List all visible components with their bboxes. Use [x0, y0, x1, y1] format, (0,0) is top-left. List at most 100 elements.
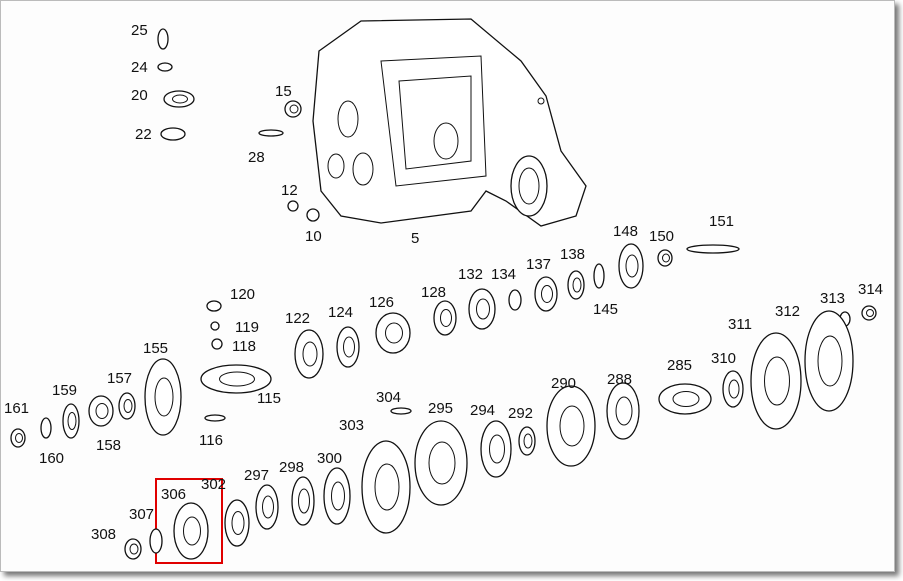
part-115[interactable]	[200, 364, 272, 394]
part-119[interactable]	[210, 321, 220, 331]
part-159[interactable]	[62, 403, 80, 439]
part-label-137[interactable]: 137	[526, 256, 551, 273]
part-label-148[interactable]: 148	[613, 223, 638, 240]
part-label-122[interactable]: 122	[285, 310, 310, 327]
part-label-15[interactable]: 15	[275, 83, 292, 100]
part-label-120[interactable]: 120	[230, 286, 255, 303]
part-160[interactable]	[40, 417, 52, 439]
part-128[interactable]	[433, 300, 457, 336]
part-292[interactable]	[518, 426, 536, 456]
part-label-303[interactable]: 303	[339, 417, 364, 434]
part-label-307[interactable]: 307	[129, 506, 154, 523]
part-label-297[interactable]: 297	[244, 467, 269, 484]
part-label-132[interactable]: 132	[458, 266, 483, 283]
part-label-311[interactable]: 311	[728, 316, 752, 333]
part-118[interactable]	[211, 338, 223, 350]
part-label-300[interactable]: 300	[317, 450, 342, 467]
part-label-22[interactable]: 22	[135, 126, 152, 143]
part-304[interactable]	[390, 407, 412, 415]
part-10[interactable]	[306, 208, 320, 222]
part-12[interactable]	[287, 200, 299, 212]
part-label-151[interactable]: 151	[709, 213, 734, 230]
part-150[interactable]	[657, 249, 673, 267]
part-label-302[interactable]: 302	[201, 476, 226, 493]
part-label-313[interactable]: 313	[820, 290, 845, 307]
part-155[interactable]	[144, 358, 182, 436]
part-label-304[interactable]: 304	[376, 389, 401, 406]
part-label-312[interactable]: 312	[775, 303, 800, 320]
part-148[interactable]	[618, 243, 644, 289]
part-label-128[interactable]: 128	[421, 284, 446, 301]
part-25[interactable]	[157, 28, 169, 50]
part-label-294[interactable]: 294	[470, 402, 495, 419]
part-314[interactable]	[861, 305, 877, 321]
part-label-159[interactable]: 159	[52, 382, 77, 399]
part-label-157[interactable]: 157	[107, 370, 132, 387]
part-120[interactable]	[206, 300, 222, 312]
part-label-285[interactable]: 285	[667, 357, 692, 374]
part-label-124[interactable]: 124	[328, 304, 353, 321]
part-116[interactable]	[204, 414, 226, 422]
part-297[interactable]	[255, 484, 279, 530]
part-label-295[interactable]: 295	[428, 400, 453, 417]
part-294[interactable]	[480, 420, 512, 478]
part-20[interactable]	[163, 90, 195, 108]
part-157[interactable]	[118, 392, 136, 420]
part-label-134[interactable]: 134	[491, 266, 516, 283]
part-132[interactable]	[468, 288, 496, 330]
part-label-20[interactable]: 20	[131, 87, 148, 104]
part-label-155[interactable]: 155	[143, 340, 168, 357]
part-label-298[interactable]: 298	[279, 459, 304, 476]
part-124[interactable]	[336, 326, 360, 368]
part-label-292[interactable]: 292	[508, 405, 533, 422]
part-label-308[interactable]: 308	[91, 526, 116, 543]
part-label-150[interactable]: 150	[649, 228, 674, 245]
part-126[interactable]	[375, 312, 411, 354]
part-28[interactable]	[258, 129, 284, 137]
part-161[interactable]	[10, 428, 26, 448]
part-label-119[interactable]: 119	[235, 319, 259, 336]
part-label-288[interactable]: 288	[607, 371, 632, 388]
part-151[interactable]	[686, 244, 740, 254]
part-307[interactable]	[149, 528, 163, 554]
part-138[interactable]	[567, 270, 585, 300]
part-24[interactable]	[157, 62, 173, 72]
part-295[interactable]	[414, 420, 468, 506]
part-312[interactable]	[804, 310, 854, 412]
part-label-160[interactable]: 160	[39, 450, 64, 467]
part-158[interactable]	[88, 395, 114, 427]
part-label-5[interactable]: 5	[411, 230, 419, 247]
part-label-138[interactable]: 138	[560, 246, 585, 263]
part-label-118[interactable]: 118	[232, 338, 256, 355]
part-308[interactable]	[124, 538, 142, 560]
part-label-28[interactable]: 28	[248, 149, 265, 166]
part-label-12[interactable]: 12	[281, 182, 298, 199]
part-label-25[interactable]: 25	[131, 22, 148, 39]
part-label-115[interactable]: 115	[257, 390, 281, 407]
part-label-310[interactable]: 310	[711, 350, 736, 367]
part-310[interactable]	[722, 370, 744, 408]
part-285[interactable]	[658, 383, 712, 415]
part-302[interactable]	[224, 499, 250, 547]
part-134[interactable]	[508, 289, 522, 311]
part-290[interactable]	[546, 385, 596, 467]
part-300[interactable]	[323, 467, 351, 525]
part-label-145[interactable]: 145	[593, 301, 618, 318]
part-145[interactable]	[593, 263, 605, 289]
part-label-24[interactable]: 24	[131, 59, 148, 76]
part-311[interactable]	[750, 332, 802, 430]
part-label-306[interactable]: 306	[161, 486, 186, 503]
part-label-158[interactable]: 158	[96, 437, 121, 454]
part-label-290[interactable]: 290	[551, 375, 576, 392]
part-122[interactable]	[294, 329, 324, 379]
part-label-161[interactable]: 161	[4, 400, 29, 417]
part-label-116[interactable]: 116	[199, 432, 223, 449]
part-22[interactable]	[160, 127, 186, 141]
part-303[interactable]	[361, 440, 411, 534]
part-288[interactable]	[606, 382, 640, 440]
part-label-10[interactable]: 10	[305, 228, 322, 245]
part-15[interactable]	[284, 100, 302, 118]
part-label-126[interactable]: 126	[369, 294, 394, 311]
part-306[interactable]	[173, 502, 209, 560]
part-298[interactable]	[291, 476, 315, 526]
